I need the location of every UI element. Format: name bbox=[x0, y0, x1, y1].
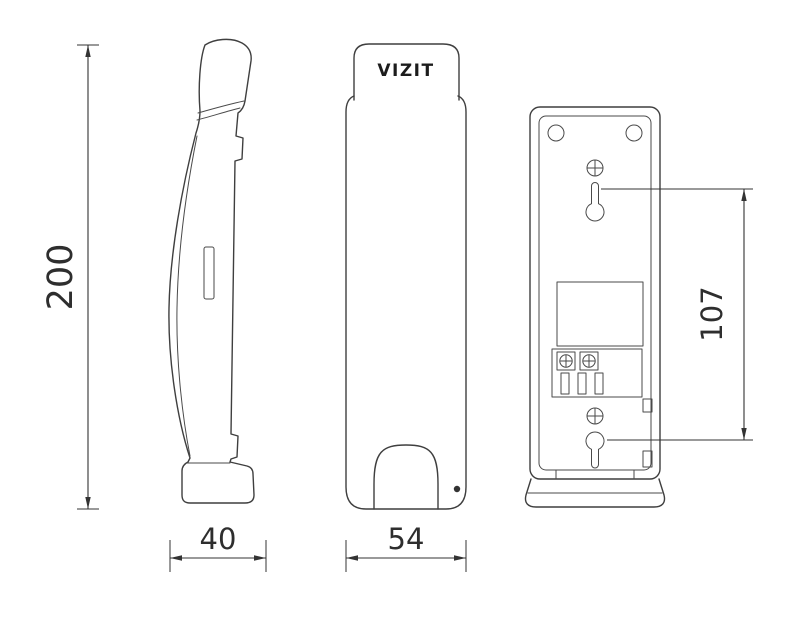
side-cap-seam-lower bbox=[196, 107, 241, 121]
width-dimension-label: 54 bbox=[388, 522, 425, 556]
hole-spacing-dimension-label: 107 bbox=[695, 286, 729, 341]
side-hook-detail bbox=[203, 246, 215, 300]
mounting-boss-right bbox=[625, 124, 643, 142]
terminal-screw-1 bbox=[559, 354, 573, 368]
back-inner-outline bbox=[538, 115, 652, 471]
terminal-screw-2 bbox=[582, 354, 596, 368]
terminal-screw-mount-2 bbox=[579, 351, 599, 371]
front-top-cap bbox=[353, 43, 460, 101]
back-view bbox=[524, 106, 666, 508]
right-wall-tab-upper bbox=[642, 398, 653, 413]
side-view bbox=[168, 38, 255, 504]
front-view: VIZIT bbox=[345, 43, 467, 510]
right-wall-tab-lower bbox=[642, 450, 653, 468]
height-dimension-label: 200 bbox=[41, 244, 81, 311]
top-screw bbox=[586, 159, 604, 177]
speaker-opening bbox=[556, 281, 644, 347]
top-screw-cross bbox=[587, 160, 603, 176]
side-profile-outline bbox=[168, 38, 255, 504]
dim-width: 54 bbox=[345, 522, 467, 572]
dim-overall-height: 200 bbox=[41, 44, 99, 510]
brand-logo: VIZIT bbox=[377, 61, 434, 81]
dim-hole-spacing: 107 bbox=[601, 188, 753, 441]
side-inner-edge bbox=[176, 135, 198, 457]
terminal-pin-2 bbox=[577, 372, 587, 395]
top-keyhole-slot bbox=[585, 182, 605, 222]
front-mic-cup bbox=[373, 444, 439, 510]
dim-depth: 40 bbox=[169, 522, 267, 572]
back-foot-outline bbox=[524, 478, 666, 508]
depth-dimension-label: 40 bbox=[200, 522, 237, 556]
back-outer-outline bbox=[529, 106, 661, 480]
bottom-screw-cross bbox=[587, 408, 603, 424]
side-cap-seam-upper bbox=[197, 100, 245, 114]
terminal-pin-1 bbox=[560, 372, 570, 395]
mounting-boss-left bbox=[547, 124, 565, 142]
terminal-pin-3 bbox=[594, 372, 604, 395]
bottom-keyhole-slot bbox=[585, 431, 605, 469]
front-body-outline bbox=[345, 95, 467, 510]
terminal-screw-2-cross bbox=[583, 355, 595, 367]
terminal-block bbox=[551, 348, 643, 398]
front-mic-hole-dot bbox=[453, 485, 461, 493]
bottom-screw bbox=[586, 407, 604, 425]
terminal-screw-mount-1 bbox=[556, 351, 576, 371]
terminal-screw-1-cross bbox=[560, 355, 572, 367]
terminal-block-outline bbox=[551, 348, 643, 398]
